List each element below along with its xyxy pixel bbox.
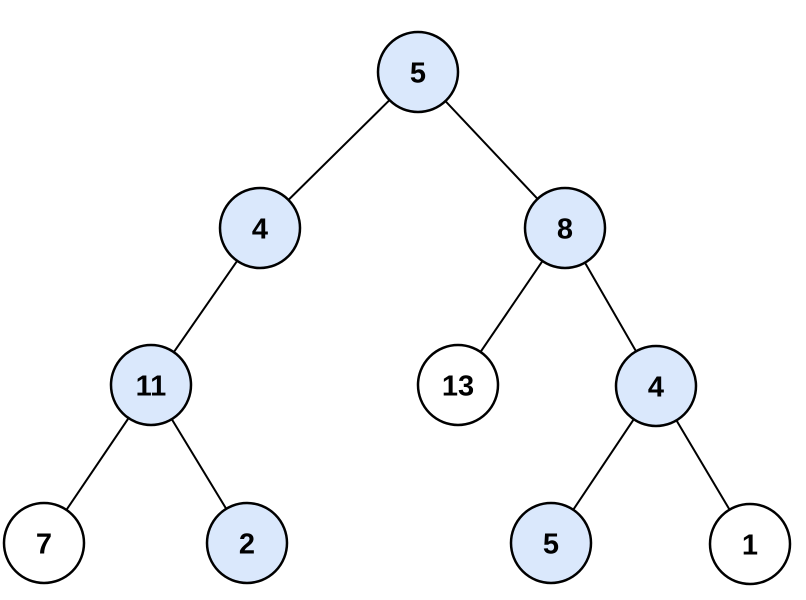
tree-edges <box>43 71 751 545</box>
tree-node-circle-highlighted <box>376 30 460 114</box>
tree-node-label: 8 <box>557 213 573 245</box>
tree-node-label: 13 <box>442 370 474 402</box>
tree-node-circle-highlighted <box>205 501 289 585</box>
tree-node-label: 11 <box>136 370 167 402</box>
tree-node-label: 2 <box>239 528 255 560</box>
tree-node: 4 <box>614 344 698 428</box>
tree-node-circle-highlighted <box>523 186 607 270</box>
tree-node: 4 <box>218 186 302 270</box>
tree-node-label: 4 <box>252 213 268 245</box>
tree-node-circle-highlighted <box>218 186 302 270</box>
tree-node-circle <box>708 502 792 586</box>
tree-node: 8 <box>523 186 607 270</box>
tree-node-label: 5 <box>410 57 426 89</box>
tree-node-circle-highlighted <box>509 501 593 585</box>
tree-nodes: 5 4 8 11 13 4 7 2 5 1 <box>2 30 792 586</box>
tree-node: 5 <box>376 30 460 114</box>
tree-node-label: 5 <box>543 528 559 560</box>
tree-node-label: 4 <box>648 371 664 403</box>
tree-node: 7 <box>2 501 86 585</box>
tree-node-circle-highlighted <box>109 343 193 427</box>
tree-node-circle-highlighted <box>614 344 698 428</box>
tree-node: 2 <box>205 501 289 585</box>
tree-node: 13 <box>416 343 500 427</box>
tree-node: 5 <box>509 501 593 585</box>
tree-node: 1 <box>708 502 792 586</box>
tree-node-circle <box>2 501 86 585</box>
tree-node-circle <box>416 343 500 427</box>
tree-node-label: 1 <box>742 529 758 561</box>
tree-node-label: 7 <box>36 528 52 560</box>
tree-node: 11 <box>109 343 193 427</box>
